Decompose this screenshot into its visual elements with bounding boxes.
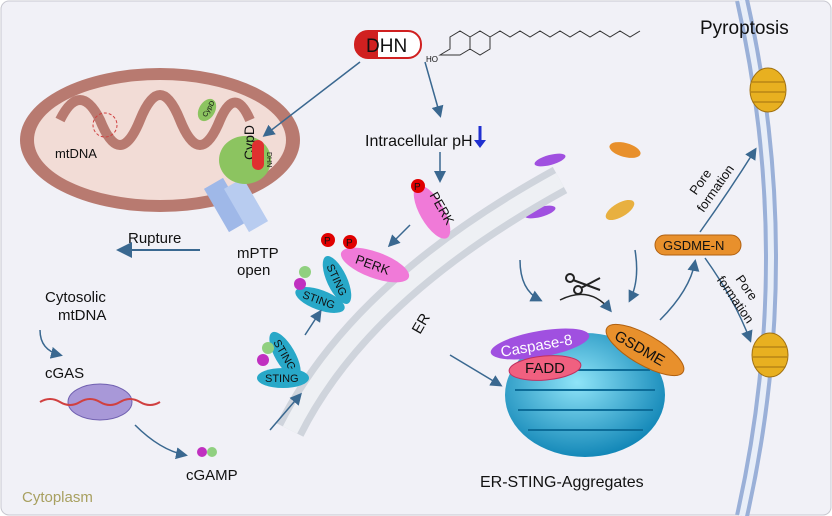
gsdme-n: GSDME-N bbox=[654, 234, 742, 256]
svg-text:P: P bbox=[346, 238, 353, 249]
cell-membrane bbox=[735, 0, 778, 516]
dhn-chemical-structure: HO bbox=[426, 30, 641, 64]
endoplasmic-reticulum bbox=[276, 166, 568, 437]
cgas-label: cGAS bbox=[45, 365, 84, 382]
cytosolic-label-2: mtDNA bbox=[58, 307, 106, 324]
cgas-enzyme bbox=[39, 383, 161, 421]
gsdme-monomer bbox=[605, 199, 635, 221]
cgamp-label: cGAMP bbox=[186, 467, 238, 484]
mptp-channel bbox=[203, 177, 269, 233]
aggregate-label: ER-STING-Aggregates bbox=[480, 474, 644, 491]
caspase-monomer bbox=[534, 153, 566, 167]
svg-text:P: P bbox=[324, 236, 331, 247]
svg-text:DHN: DHN bbox=[366, 36, 407, 57]
dhn-small-badge: DHN bbox=[265, 152, 272, 167]
cgamp-molecule bbox=[197, 447, 217, 457]
svg-text:FADD: FADD bbox=[525, 360, 565, 377]
rupture-label: Rupture bbox=[128, 230, 181, 247]
intracellular-ph-label: Intracellular pH bbox=[365, 133, 473, 150]
fadd: FADD bbox=[508, 355, 582, 381]
dhn-badge: DHN bbox=[354, 30, 422, 59]
svg-text:P: P bbox=[414, 182, 421, 193]
cypd-small: CypD bbox=[197, 98, 217, 122]
pyroptosis-title: Pyroptosis bbox=[700, 18, 789, 39]
cypd-large: CypD DHN bbox=[219, 125, 272, 184]
scissors-icon bbox=[565, 273, 601, 295]
gsdme-pore-bottom bbox=[751, 332, 789, 378]
gsdme-pore-top bbox=[749, 67, 787, 113]
caspase-monomer bbox=[524, 205, 556, 219]
gsdme-monomer bbox=[609, 142, 641, 158]
sting-dimer: STING STING bbox=[257, 331, 309, 388]
arrow-down-icon bbox=[474, 126, 486, 148]
cytosolic-label-1: Cytosolic bbox=[45, 289, 106, 306]
mptp-label-2: open bbox=[237, 262, 270, 279]
svg-text:STING: STING bbox=[265, 373, 299, 385]
svg-text:HO: HO bbox=[426, 55, 438, 64]
cytoplasm-label: Cytoplasm bbox=[22, 489, 93, 506]
mptp-label-1: mPTP bbox=[237, 245, 279, 262]
mtdna-label: mtDNA bbox=[55, 146, 97, 161]
svg-text:GSDME-N: GSDME-N bbox=[663, 238, 724, 253]
